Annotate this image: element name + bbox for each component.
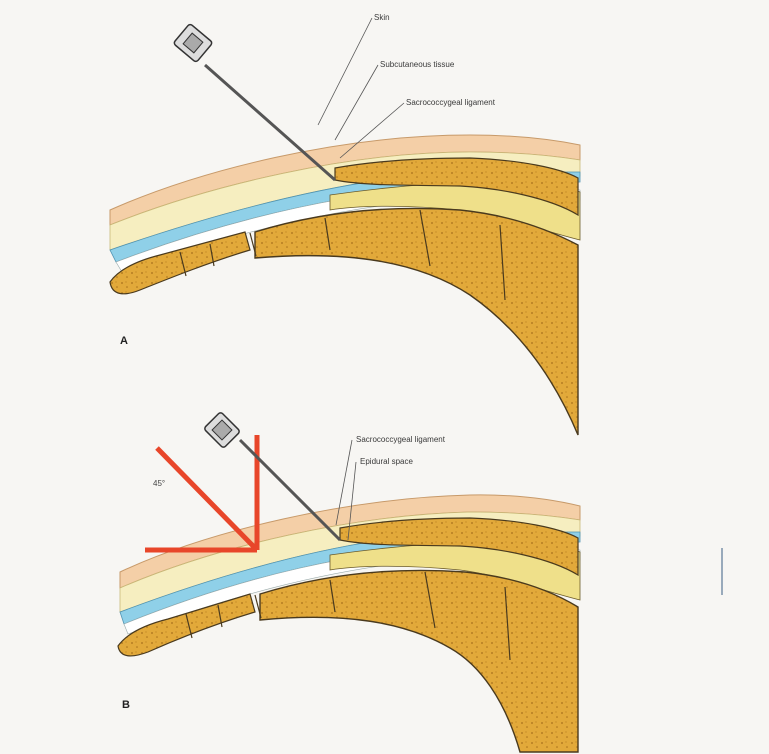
angle-label: 45° — [153, 479, 165, 488]
label-subcutaneous: Subcutaneous tissue — [380, 60, 455, 69]
leader-lines-a — [318, 18, 404, 158]
sacrum-body-a — [255, 208, 578, 435]
angle-guide-lines — [145, 435, 257, 550]
needle-b — [204, 412, 340, 540]
label-ligament-a: Sacrococcygeal ligament — [406, 98, 496, 107]
panel-letter-a: A — [120, 335, 128, 347]
panel-b: Sacrococcygeal ligament Epidural space 4… — [118, 412, 580, 752]
label-ligament-b: Sacrococcygeal ligament — [356, 435, 446, 444]
panel-a: Skin Subcutaneous tissue Sacrococcygeal … — [110, 13, 580, 435]
label-skin: Skin — [374, 13, 390, 22]
panel-letter-b: B — [122, 699, 130, 711]
label-epidural-space: Epidural space — [360, 457, 413, 466]
sacrum-body-b — [260, 570, 578, 752]
